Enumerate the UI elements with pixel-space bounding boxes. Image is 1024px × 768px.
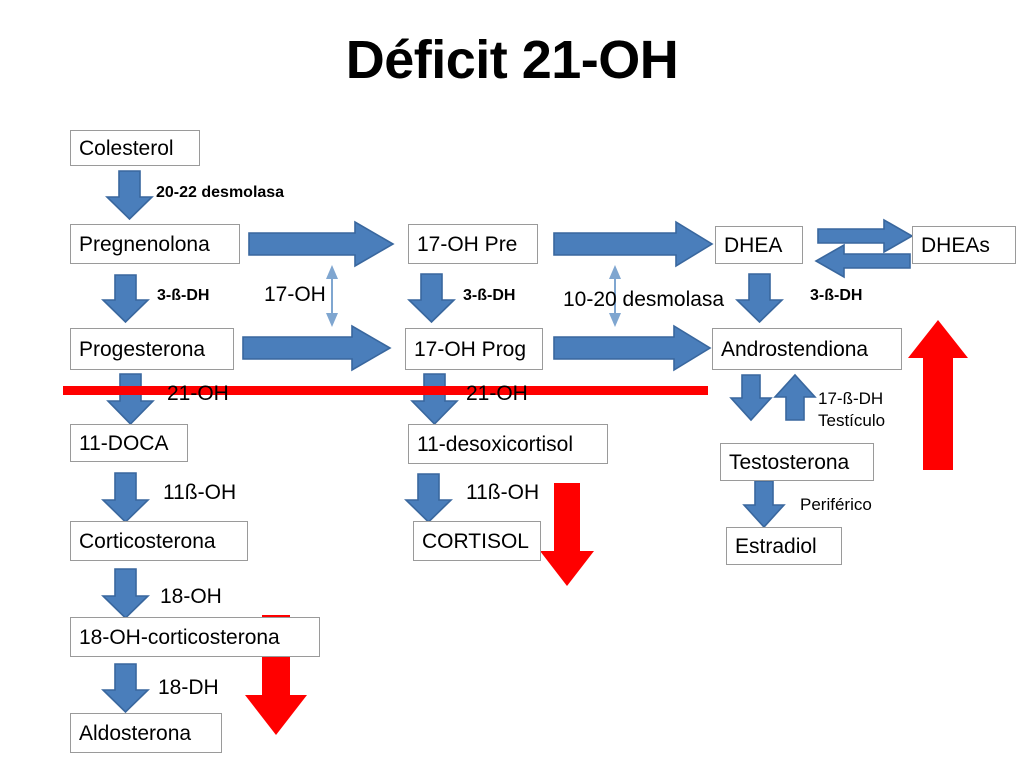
label-3-b-dh-left: 3-ß-DH — [157, 287, 210, 304]
label-18-dh: 18-DH — [158, 676, 219, 699]
node-colesterol[interactable]: Colesterol — [70, 130, 200, 166]
label-17-b-dh: 17-ß-DH — [818, 389, 884, 408]
label-11b-oh-left: 11ß-OH — [163, 481, 237, 504]
arrow-testosterona-androstendiona — [773, 373, 817, 421]
label-18-oh: 18-OH — [160, 585, 222, 608]
node-17-oh-prog[interactable]: 17-OH Prog — [405, 328, 543, 370]
label-21-oh-mid: 21-OH — [466, 382, 528, 405]
double-arrow-10-20-desmolasa — [609, 265, 621, 327]
node-dheas[interactable]: DHEAs — [912, 226, 1016, 264]
red-down-arrow-aldosterona — [245, 615, 307, 735]
arrow-progesterona-doca — [106, 373, 155, 426]
arrow-pregnenolona-progesterona — [101, 274, 150, 324]
arrow-17ohprog-androstendiona — [553, 324, 712, 372]
node-pregnenolona[interactable]: Pregnenolona — [70, 224, 240, 264]
label-periferico: Periférico — [800, 495, 872, 514]
arrow-androstendiona-testosterona — [729, 374, 773, 422]
node-11-doca[interactable]: 11-DOCA — [70, 424, 188, 462]
arrow-17ohprog-desoxicortisol — [410, 373, 459, 426]
label-11b-oh-mid: 11ß-OH — [466, 481, 540, 504]
label-21-oh-left: 21-OH — [167, 382, 229, 405]
arrow-testosterona-estradiol — [742, 480, 786, 529]
arrow-18ohcorticosterona-aldosterona — [101, 663, 150, 714]
node-18-oh-corticosterona[interactable]: 18-OH-corticosterona — [70, 617, 320, 657]
node-progesterona[interactable]: Progesterona — [70, 328, 234, 370]
label-testiculo: Testículo — [818, 411, 886, 430]
arrow-17ohpre-dhea — [553, 220, 714, 268]
arrow-17ohpre-17ohprog — [407, 273, 456, 324]
label-3-b-dh-mid: 3-ß-DH — [463, 287, 516, 304]
node-dhea[interactable]: DHEA — [715, 226, 803, 264]
node-testosterona[interactable]: Testosterona — [720, 443, 874, 481]
node-estradiol[interactable]: Estradiol — [726, 527, 842, 565]
block-bar-21oh — [63, 386, 708, 395]
arrow-pregnenolona-17ohpre — [248, 220, 395, 268]
arrow-corticosterona-18ohcorticosterona — [101, 568, 150, 620]
node-androstendiona[interactable]: Androstendiona — [712, 328, 902, 370]
node-11-desoxicortisol[interactable]: 11-desoxicortisol — [408, 424, 608, 464]
red-down-arrow-cortisol — [540, 483, 594, 586]
node-cortisol[interactable]: CORTISOL — [413, 521, 541, 561]
arrow-dheas-to-dhea — [814, 243, 911, 279]
arrow-dhea-androstendiona — [735, 273, 784, 324]
red-up-arrow-androgens — [908, 320, 968, 470]
arrow-doca-corticosterona — [101, 472, 150, 524]
label-20-22-desmolasa: 20-22 desmolasa — [156, 184, 285, 201]
node-corticosterona[interactable]: Corticosterona — [70, 521, 248, 561]
arrow-progesterona-17ohprog — [242, 324, 392, 372]
node-aldosterona[interactable]: Aldosterona — [70, 713, 222, 753]
label-10-20-desmolasa: 10-20 desmolasa — [563, 288, 725, 311]
page-title: Déficit 21-OH — [345, 30, 679, 90]
node-17-oh-pre[interactable]: 17-OH Pre — [408, 224, 538, 264]
arrow-colesterol-pregnenolona — [105, 170, 154, 221]
label-3-b-dh-right: 3-ß-DH — [810, 287, 863, 304]
arrow-desoxicortisol-cortisol — [404, 473, 453, 524]
arrow-dhea-to-dheas — [817, 218, 914, 254]
double-arrow-17oh — [326, 265, 338, 327]
label-17-oh: 17-OH — [264, 283, 326, 306]
